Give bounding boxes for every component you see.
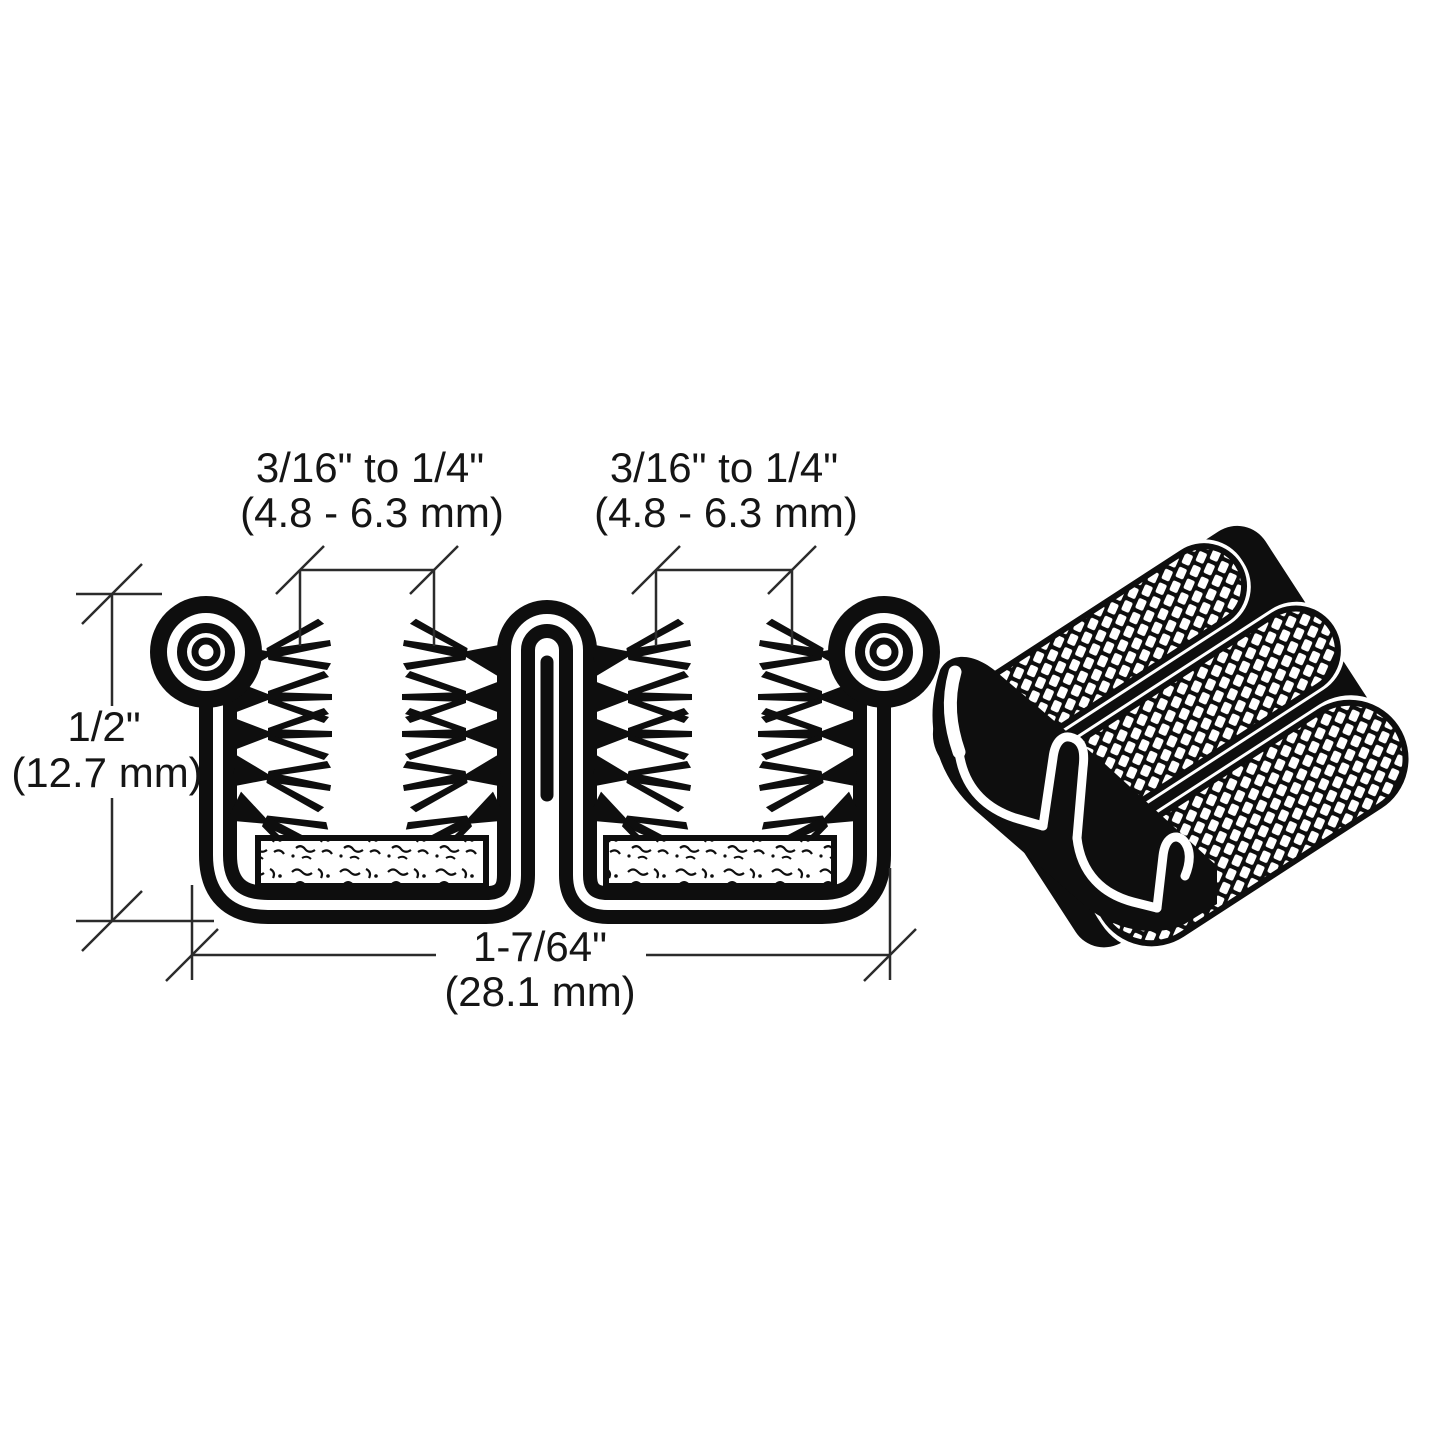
front-profile-right-channel [1072, 833, 1162, 913]
front-profile-divider [1038, 732, 1089, 843]
front-cut-face [932, 656, 1217, 932]
left-curl-head [150, 596, 262, 708]
left-eyelet [191, 637, 221, 667]
dim-height [76, 563, 214, 952]
front-profile-right-hook [1152, 832, 1194, 913]
dim-gap-left [275, 545, 459, 646]
dimension-labels: 3/16" to 1/4" (4.8 - 6.3 mm) 3/16" to 1/… [11, 444, 858, 1015]
left-liner-strip [255, 835, 489, 889]
dim-width [165, 868, 917, 982]
cross-section-drawing [150, 596, 940, 924]
channel-profile-core [213, 614, 877, 910]
dim-width-line1: 1-7/64" [473, 923, 607, 970]
dim-width-line2: (28.1 mm) [444, 968, 635, 1015]
dimension-annotations [76, 545, 917, 982]
front-profile-left-hook [943, 665, 966, 759]
dim-gap-left-line1: 3/16" to 1/4" [256, 444, 484, 491]
dim-gap-right [631, 545, 817, 646]
isometric-illustration [929, 525, 1414, 951]
dim-gap-left-line2: (4.8 - 6.3 mm) [240, 489, 504, 536]
right-curl-head [828, 596, 940, 708]
right-eyelet [869, 637, 899, 667]
dim-height-line2: (12.7 mm) [11, 749, 202, 796]
dim-gap-right-line1: 3/16" to 1/4" [610, 444, 838, 491]
right-liner-strip [603, 835, 837, 889]
dim-gap-right-line2: (4.8 - 6.3 mm) [594, 489, 858, 536]
front-profile-left-channel [954, 747, 1048, 831]
dim-height-line1: 1/2" [67, 703, 140, 750]
